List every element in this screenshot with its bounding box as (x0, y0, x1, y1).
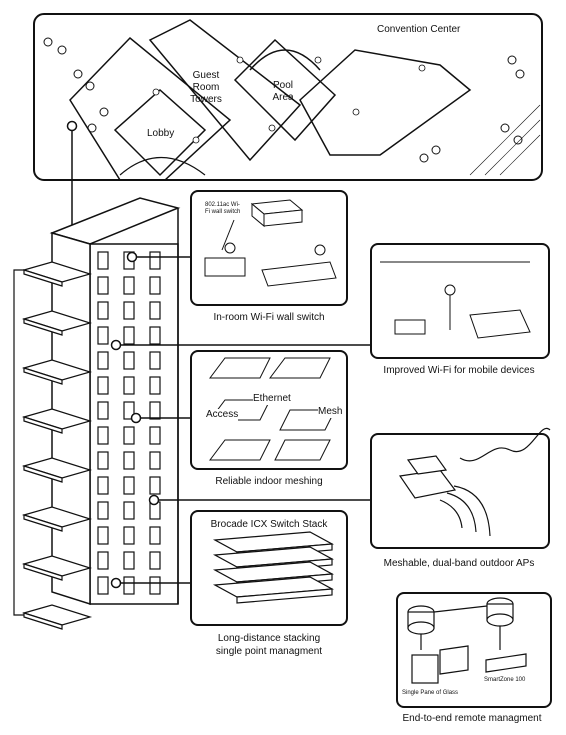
window (149, 326, 161, 345)
window (97, 376, 109, 395)
switch-stack-caption-line1: Long-distance stacking (217, 633, 321, 644)
window (149, 576, 161, 595)
window (97, 401, 109, 420)
floor-plate-edge (23, 416, 63, 434)
switch-unit-front (236, 588, 333, 604)
window (97, 501, 109, 520)
window (97, 276, 109, 295)
wall-switch-panel (190, 190, 348, 306)
window (97, 351, 109, 370)
window (97, 576, 109, 595)
floor-plate-edge (23, 318, 63, 336)
window (123, 501, 135, 520)
window (97, 526, 109, 545)
switch-stack-caption-line2: single point managment (215, 646, 323, 657)
window (149, 376, 161, 395)
window (123, 526, 135, 545)
lobby-label: Lobby (147, 128, 175, 139)
wall-switch-caption: In-room Wi-Fi wall switch (213, 312, 325, 323)
window (123, 576, 135, 595)
window (149, 476, 161, 495)
hotel-building (13, 197, 181, 630)
outdoor-ap-panel (370, 433, 550, 549)
window (149, 426, 161, 445)
indoor-meshing-caption: Reliable indoor meshing (215, 476, 323, 487)
floor-plate-edge (23, 612, 63, 630)
window (123, 276, 135, 295)
window (97, 426, 109, 445)
window (123, 426, 135, 445)
floor-plate-edge (23, 514, 63, 532)
mesh-label: Mesh (318, 406, 343, 418)
window (123, 451, 135, 470)
single-pane-label: Single Pane of Glass (402, 690, 459, 696)
outdoor-ap-caption: Meshable, dual-band outdoor APs (383, 558, 535, 569)
window (149, 276, 161, 295)
window (149, 551, 161, 570)
floor-plate-edge (23, 563, 63, 581)
window (123, 551, 135, 570)
switch-stack-panel (190, 510, 348, 626)
window (97, 251, 109, 270)
window (123, 376, 135, 395)
window (149, 251, 161, 270)
switch-stack-title: Brocade ICX Switch Stack (210, 519, 328, 530)
floor-plate-edge (23, 367, 63, 385)
indoor-meshing-panel (190, 350, 348, 470)
window (97, 551, 109, 570)
window (97, 326, 109, 345)
convention-center-label: Convention Center (377, 24, 461, 35)
window (97, 301, 109, 320)
access-label: Access (206, 409, 239, 421)
window (149, 526, 161, 545)
smartzone-label: SmartZone 100 (484, 677, 526, 683)
window (123, 326, 135, 345)
mobile-devices-panel (370, 243, 550, 359)
remote-management-panel (396, 592, 552, 708)
floor-plate-edge (23, 269, 63, 287)
window (123, 476, 135, 495)
window (97, 451, 109, 470)
window (149, 401, 161, 420)
window (149, 351, 161, 370)
ethernet-label: Ethernet (253, 393, 291, 405)
window (149, 301, 161, 320)
floor-plate-edge (23, 465, 63, 483)
window (123, 401, 135, 420)
remote-management-caption: End-to-end remote managment (402, 713, 542, 724)
window (123, 351, 135, 370)
mobile-devices-caption: Improved Wi-Fi for mobile devices (383, 365, 535, 376)
floor-plate (21, 604, 93, 626)
window (97, 476, 109, 495)
window (123, 301, 135, 320)
pool-area-label: Pool Area (272, 80, 294, 103)
guest-room-towers-label: Guest Room Towers (190, 70, 222, 105)
wall-switch-device-label: 802.11ac Wi-Fi wall switch (205, 202, 241, 215)
campus-map-outline (33, 13, 543, 181)
window (149, 451, 161, 470)
